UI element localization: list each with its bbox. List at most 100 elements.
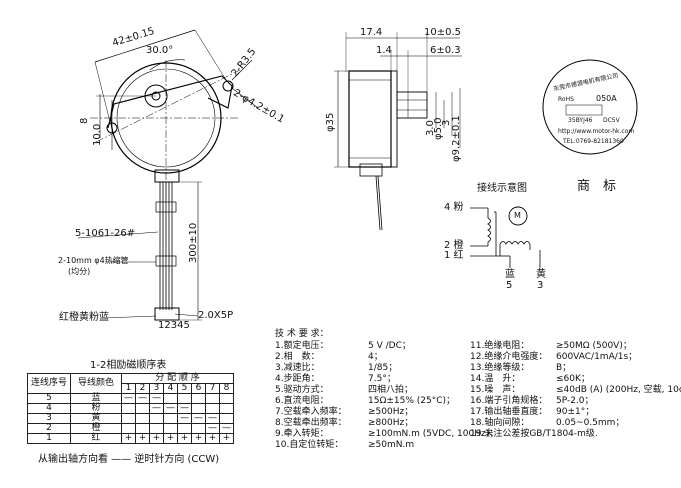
- header-seq: 分 配 顺 序: [121, 373, 234, 384]
- spec-key: 8.空载牵出频率：: [275, 418, 347, 428]
- seq-cell: [205, 403, 220, 414]
- seq-cell: —: [219, 423, 234, 434]
- dim-17-4: 17.4: [360, 27, 383, 38]
- spec-value: 7.5°；: [368, 374, 396, 384]
- spec-key: 15.噪 声：: [470, 385, 521, 395]
- specs-title: 技 术 要 求：: [275, 329, 329, 339]
- seq-cell: +: [205, 433, 220, 444]
- seq-cell: —: [205, 423, 220, 434]
- row-color: 粉: [70, 403, 122, 414]
- spec-value: ≥50mN.m: [368, 440, 415, 450]
- seq-cell: [163, 393, 178, 404]
- row-no: 5: [27, 393, 71, 404]
- row-color: 黄: [70, 413, 122, 424]
- row-color: 蓝: [70, 393, 122, 404]
- spec-value: 5 V /DC；: [368, 341, 411, 351]
- seq-cell: [191, 403, 206, 414]
- dim-30-angle: 30.0°: [146, 45, 174, 56]
- spec-value: B；: [556, 363, 572, 373]
- spec-key: 13.绝缘等级：: [470, 363, 530, 373]
- wiring-diagram: [470, 206, 541, 268]
- row-color: 橙: [70, 423, 122, 434]
- wire-3-num: 3: [537, 280, 544, 291]
- wire-colors-label: 红橙黄粉蓝: [59, 312, 109, 323]
- spec-key: 9.牵入转矩：: [275, 429, 329, 439]
- tube-label-1: 2-10mm φ4热缩管: [58, 256, 129, 265]
- seq-cell: [191, 393, 206, 404]
- step-header: 6: [191, 383, 206, 394]
- wire-4-pink: 4 粉: [444, 202, 464, 213]
- seq-cell: +: [177, 433, 192, 444]
- seq-cell: [149, 413, 164, 424]
- row-no: 3: [27, 413, 71, 424]
- seq-cell: [121, 423, 136, 434]
- seq-cell: [135, 403, 150, 414]
- dim-6-tol: 6±0.3: [430, 45, 461, 56]
- spec-value: 90±1°；: [556, 407, 595, 417]
- step-header: 1: [121, 383, 136, 394]
- cable-label: 5-1061-26#: [75, 228, 136, 239]
- seq-cell: +: [191, 433, 206, 444]
- wire-1-red: 1 红: [444, 250, 464, 261]
- spec-key: 5.驱动方式：: [275, 385, 329, 395]
- header-no: 连线序号: [27, 373, 71, 394]
- seq-cell: +: [149, 433, 164, 444]
- step-header: 2: [135, 383, 150, 394]
- trademark-label: 商 标: [577, 179, 617, 194]
- seq-cell: —: [149, 393, 164, 404]
- seq-cell: —: [121, 393, 136, 404]
- nameplate-model: 35BYJ46: [568, 117, 593, 124]
- dim-diam-9-2: φ9.2±0.1: [451, 115, 462, 162]
- spec-key: 2.相 数：: [275, 352, 320, 362]
- spec-key: 12.绝缘介电强度：: [470, 352, 548, 362]
- spec-key: 19.未注公差按GB/T1804-m级.: [470, 429, 598, 439]
- spec-key: 18.轴向间隙：: [470, 418, 530, 428]
- table-title: 1-2相励磁顺序表: [90, 360, 167, 371]
- row-no: 2: [27, 423, 71, 434]
- dim-8: 8: [79, 117, 90, 124]
- spec-key: 3.减速比：: [275, 363, 320, 373]
- spec-value: ≤40dB (A) (200Hz, 空载, 10cm)；: [556, 385, 681, 395]
- seq-cell: [163, 423, 178, 434]
- step-header: 8: [219, 383, 234, 394]
- seq-cell: [219, 413, 234, 424]
- nameplate-volt: DC5V: [603, 117, 620, 124]
- seq-cell: —: [135, 393, 150, 404]
- pin-numbers: 12345: [158, 320, 190, 331]
- dim-1-4: 1.4: [376, 45, 392, 56]
- spec-value: 0.05~0.5mm；: [556, 418, 625, 428]
- spec-key: 4.步距角：: [275, 374, 320, 384]
- seq-cell: [149, 423, 164, 434]
- nameplate-rohs: RoHS: [558, 96, 574, 103]
- spec-value: ≥50MΩ (500V)；: [556, 341, 632, 351]
- dim-diam-35: φ35: [325, 112, 336, 132]
- step-header: 7: [205, 383, 220, 394]
- spec-value: ≥800Hz；: [368, 418, 414, 428]
- nameplate-tel: TEL:0769-82181360: [563, 138, 624, 145]
- row-color: 红: [70, 433, 122, 444]
- lead-wires: [77, 181, 202, 321]
- spec-key: 10.自定位转矩：: [275, 440, 344, 450]
- front-view: [90, 29, 259, 183]
- seq-cell: [191, 423, 206, 434]
- rotation-caption: 从输出轴方向看 —— 逆时针方向 (CCW): [38, 454, 220, 465]
- spec-value: 15Ω±15% (25°C)；: [368, 396, 455, 406]
- spec-key: 14.温 升：: [470, 374, 521, 384]
- spec-value: 600VAC/1mA/1s；: [556, 352, 638, 362]
- seq-cell: +: [163, 433, 178, 444]
- step-header: 5: [177, 383, 192, 394]
- spec-key: 6.直流电阻：: [275, 396, 329, 406]
- seq-cell: [121, 413, 136, 424]
- spec-value: ≥100mN.m (5VDC, 100Hz)；: [368, 429, 499, 439]
- spec-value: 四相八拍；: [368, 385, 414, 395]
- header-color: 导线颜色: [70, 373, 122, 394]
- dim-300: 300±10: [188, 222, 199, 263]
- seq-cell: +: [135, 433, 150, 444]
- seq-cell: [177, 423, 192, 434]
- wiring-title: 接线示意图: [477, 183, 527, 194]
- dim-10-tol: 10±0.5: [424, 27, 462, 38]
